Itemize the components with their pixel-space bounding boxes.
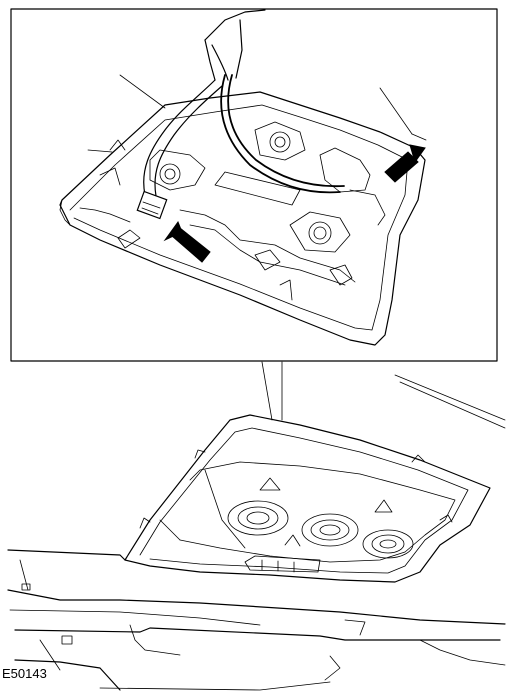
arrow-right-clip: [384, 151, 419, 183]
wiring-harness-detail: [136, 9, 345, 220]
callout-pointer: [261, 361, 283, 421]
console-housing-detail: [59, 91, 426, 346]
leader-lines: [87, 74, 427, 153]
figure-label: E50143: [2, 666, 47, 681]
inset-frame: [10, 8, 498, 362]
clip-release-arrows: [163, 144, 426, 263]
roof-headlining: [7, 549, 506, 691]
overview-headlining: [7, 374, 506, 691]
detail-inset: [10, 8, 498, 362]
overhead-console: [124, 414, 491, 583]
